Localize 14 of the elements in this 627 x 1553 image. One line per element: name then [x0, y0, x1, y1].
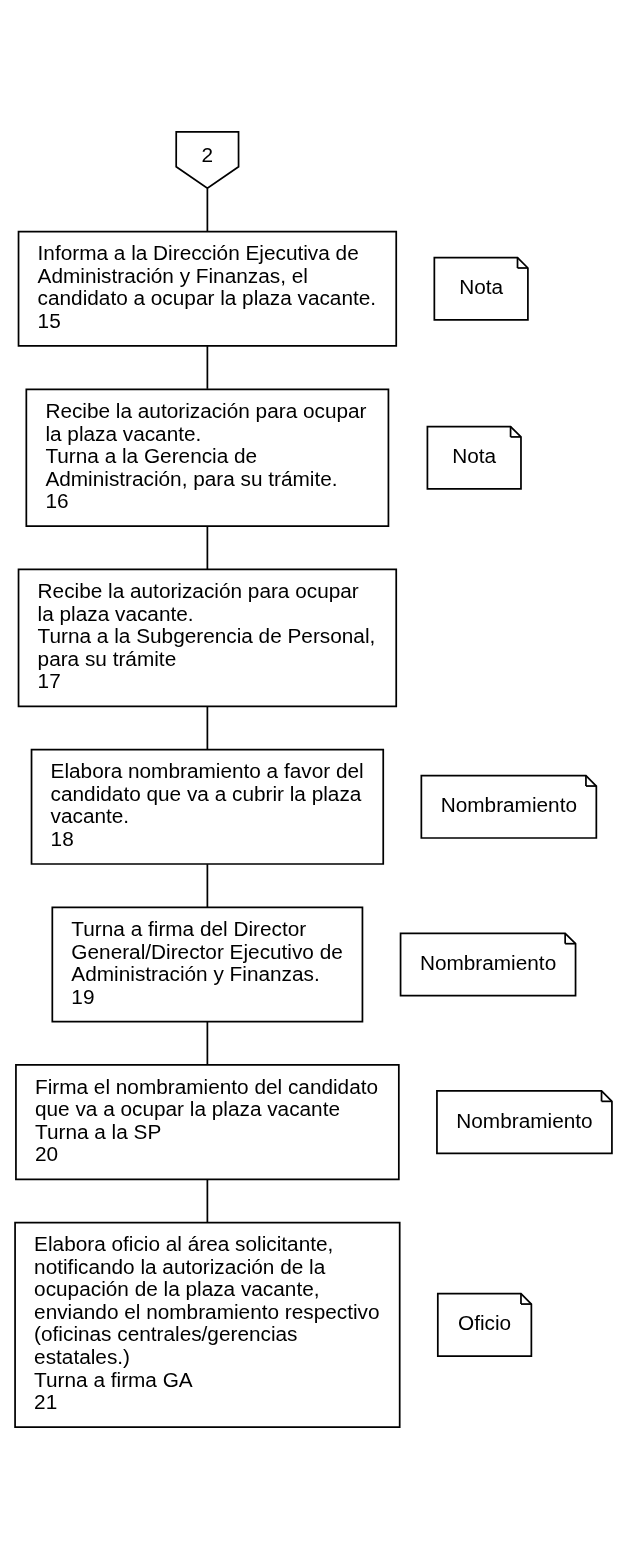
node-box: Recibe la autorización para ocupar la plaza vacante. Turna a la Gerencia de Administración, para su trámite. 16: [25, 388, 390, 527]
node-box: Elabora oficio al área solicitante, notificando la autorización de la ocupación de la plaza vacante, enviando el nombramiento respectivo (oficinas centrales/gerencias estatales.) Turna a firma GA 21: [14, 1221, 401, 1428]
connector: [206, 345, 209, 390]
node-box: Turna a firma del Director General/Director Ejecutivo de Administración y Finanzas. 19: [51, 906, 364, 1023]
connector: [206, 525, 209, 571]
node-box: Informa a la Dirección Ejecutiva de Administración y Finanzas, el candidato a ocupar la plaza vacante. 15: [17, 230, 398, 347]
node-box: Recibe la autorización para ocupar la plaza vacante. Turna a la Subgerencia de Personal, para su trámite 17: [17, 568, 398, 708]
connector: [206, 1021, 209, 1066]
connector: [206, 187, 209, 233]
connector: [206, 863, 209, 909]
connector: [206, 1178, 209, 1223]
connector: [206, 705, 209, 751]
node-box: Elabora nombramiento a favor del candidato que va a cubrir la plaza vacante. 18: [30, 748, 385, 865]
node-box: Firma el nombramiento del candidato que va a ocupar la plaza vacante Turna a la SP 20: [15, 1064, 400, 1181]
